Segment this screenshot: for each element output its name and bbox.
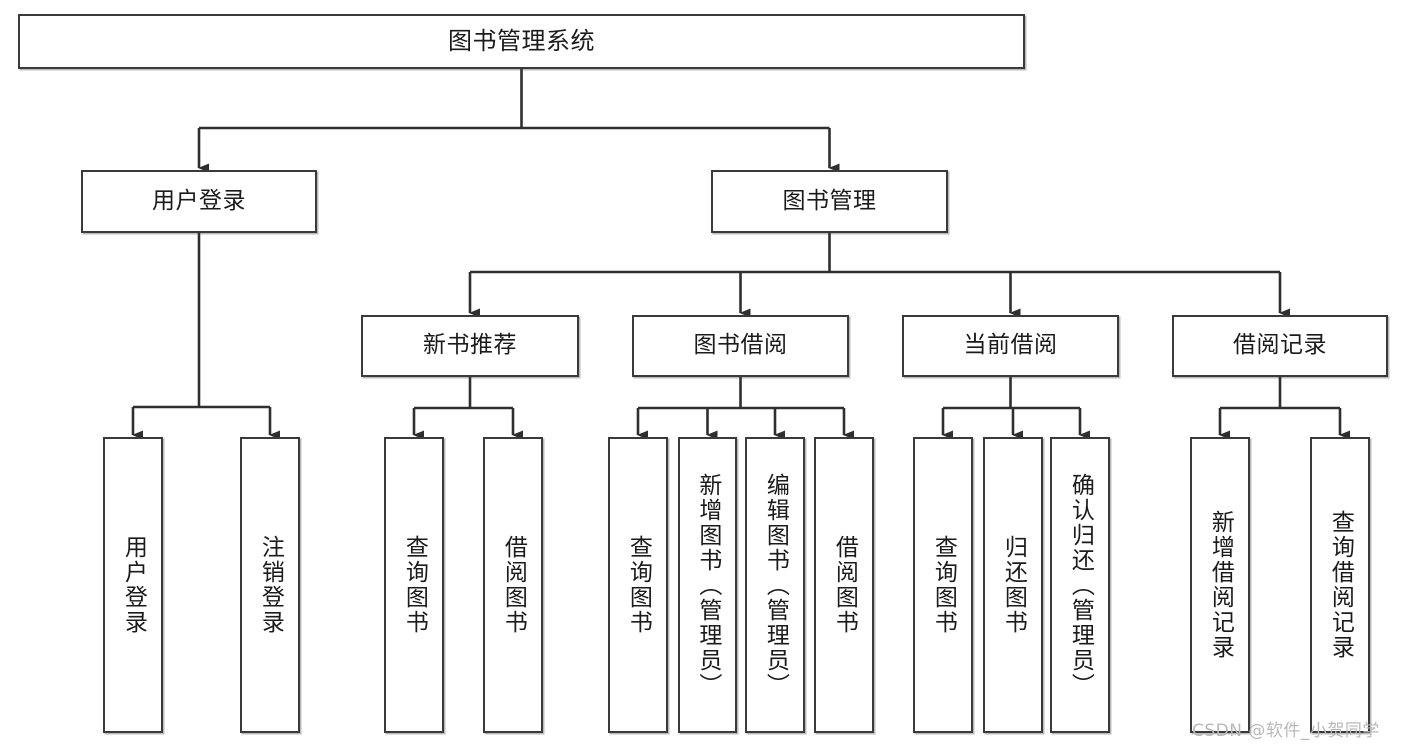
node-label: 借阅图书 <box>831 535 858 635</box>
leaf-borrow-lend-book[interactable]: 借阅图书 <box>814 437 874 733</box>
node-label: 新增借阅记录 <box>1207 510 1234 660</box>
leaf-borrow-query-book[interactable]: 查询图书 <box>608 437 668 733</box>
node-book-borrow[interactable]: 图书借阅 <box>632 315 849 377</box>
node-label: 查询图书 <box>625 535 652 635</box>
node-label: 新书推荐 <box>423 332 517 359</box>
leaf-newbook-borrow-book[interactable]: 借阅图书 <box>483 437 543 733</box>
node-borrow-record[interactable]: 借阅记录 <box>1172 315 1388 377</box>
node-book-management[interactable]: 图书管理 <box>711 170 948 233</box>
leaf-user-logout[interactable]: 注销登录 <box>240 437 300 733</box>
leaf-record-query-borrow-record[interactable]: 查询借阅记录 <box>1310 437 1370 733</box>
node-user-login[interactable]: 用户登录 <box>81 170 317 233</box>
node-label: 借阅图书 <box>500 535 527 635</box>
node-label: 注销登录 <box>257 535 284 635</box>
leaf-newbook-query-book[interactable]: 查询图书 <box>384 437 444 733</box>
leaf-record-add-borrow-record[interactable]: 新增借阅记录 <box>1190 437 1250 733</box>
leaf-borrow-add-book-admin[interactable]: 新增图书（管理员） <box>678 437 737 733</box>
node-current-borrow[interactable]: 当前借阅 <box>902 315 1119 377</box>
node-label: 新增图书（管理员） <box>694 472 721 698</box>
node-label: 用户登录 <box>120 535 147 635</box>
leaf-user-login[interactable]: 用户登录 <box>103 437 163 733</box>
leaf-current-return-book[interactable]: 归还图书 <box>983 437 1043 733</box>
leaf-current-query-book[interactable]: 查询图书 <box>913 437 973 733</box>
node-label: 编辑图书（管理员） <box>762 472 789 698</box>
node-label: 查询借阅记录 <box>1327 510 1354 660</box>
leaf-borrow-edit-book-admin[interactable]: 编辑图书（管理员） <box>745 437 805 733</box>
node-label: 查询图书 <box>930 535 957 635</box>
node-label: 图书借阅 <box>693 332 788 359</box>
node-label: 图书管理系统 <box>448 27 595 56</box>
node-label: 图书管理 <box>782 187 877 214</box>
leaf-current-confirm-return-admin[interactable]: 确认归还（管理员） <box>1050 437 1110 733</box>
node-label: 确认归还（管理员） <box>1067 472 1094 698</box>
node-label: 借阅记录 <box>1233 332 1327 359</box>
watermark: CSDN @软件_小贺同学 <box>1192 721 1380 741</box>
node-new-book-recommend[interactable]: 新书推荐 <box>361 315 579 377</box>
node-label: 查询图书 <box>401 535 428 635</box>
node-label: 用户登录 <box>152 187 246 214</box>
node-label: 当前借阅 <box>963 332 1058 359</box>
node-label: 归还图书 <box>1000 535 1027 635</box>
node-root[interactable]: 图书管理系统 <box>18 14 1025 69</box>
